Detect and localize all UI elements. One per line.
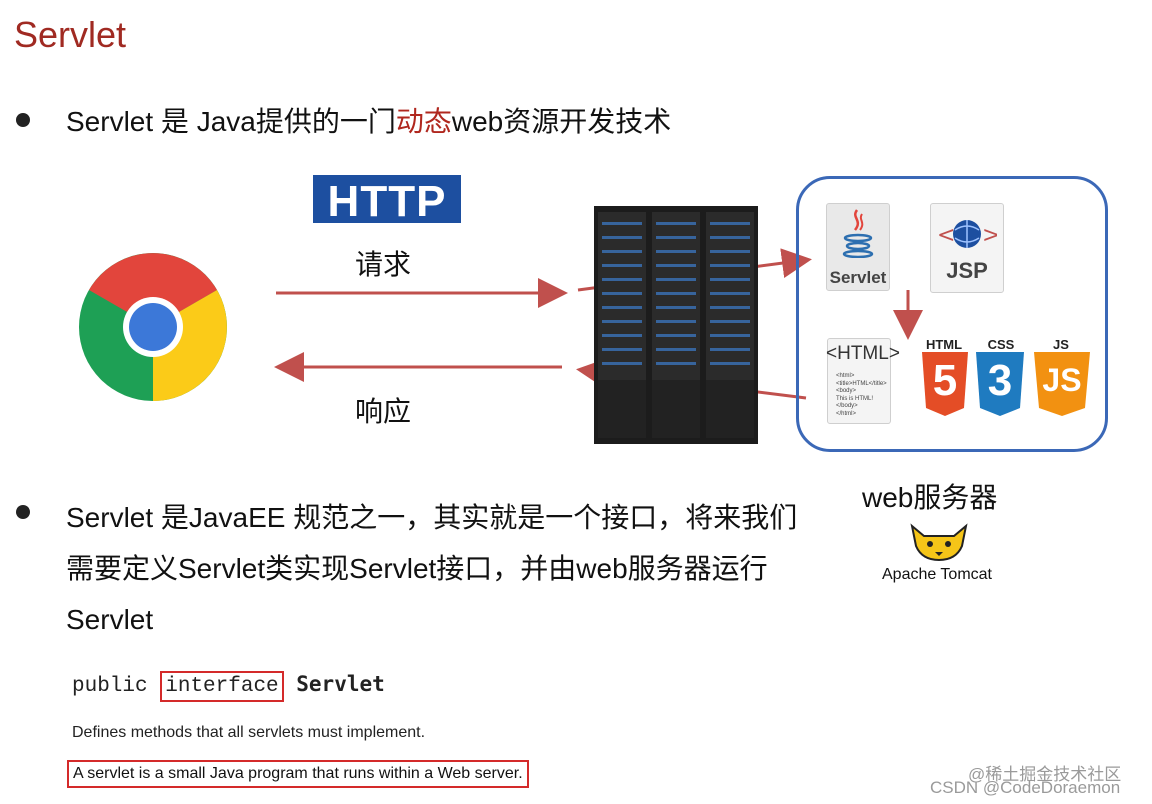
request-label: 请求	[355, 249, 412, 280]
html-code-line: <body>	[836, 388, 857, 394]
bullet-1-post: web资源开发技术	[451, 106, 672, 137]
code-interface-name: Servlet	[296, 672, 385, 696]
java-cup-icon	[842, 209, 874, 258]
tomcat-label: Apache Tomcat	[882, 566, 992, 583]
html-code-line: <title>HTML</title>	[836, 380, 887, 387]
csdn-watermark: CSDN @CodeDoraemon	[930, 778, 1121, 797]
html-code-snippet: <html> <title>HTML</title> <body> This i…	[836, 373, 887, 418]
html5-icon	[922, 352, 968, 416]
html-code-line: </html>	[836, 410, 857, 417]
html-code-line: This is HTML!	[836, 395, 874, 402]
css3-caption: CSS	[987, 337, 1015, 352]
svg-text:<: <	[937, 223, 955, 248]
juejin-watermark: @稀土掘金技术社区	[968, 765, 1122, 784]
html-file-tile: <HTML> <html> <title>HTML</title> <body>…	[826, 338, 900, 424]
tomcat-icon	[910, 523, 968, 562]
code-keyword-public: public	[72, 675, 148, 698]
bullet-1-highlight: 动态	[395, 106, 452, 137]
bullet-dot	[16, 113, 30, 127]
bullet-1-text: Servlet 是 Java提供的一门动态web资源开发技术	[66, 100, 671, 140]
javadoc-description: Defines methods that all servlets must i…	[72, 724, 426, 741]
http-badge-text: HTTP	[327, 177, 447, 226]
js-number: JS	[1042, 362, 1082, 398]
http-badge: HTTP	[313, 175, 461, 226]
html-code-line: <html>	[836, 373, 855, 379]
code-keyword-interface: interface	[160, 671, 284, 702]
servlet-tile: Servlet	[826, 203, 890, 291]
servlet-interface-signature: public interface Servlet	[72, 671, 385, 702]
svg-text:>: >	[982, 223, 997, 248]
web-server-label: web服务器	[862, 482, 998, 513]
html5-number: 5	[932, 356, 958, 405]
css3-icon	[976, 352, 1024, 416]
jsp-tile-label: JSP	[946, 258, 988, 283]
response-label: 响应	[355, 396, 412, 427]
js-caption: JS	[1053, 337, 1069, 352]
servlet-tile-label: Servlet	[829, 268, 887, 287]
bullet-1-pre: Servlet 是 Java提供的一门	[66, 106, 396, 137]
css3-number: 3	[987, 356, 1013, 405]
slide-title: Servlet	[14, 14, 127, 55]
bullet-dot	[16, 505, 30, 519]
html5-caption: HTML	[925, 337, 963, 352]
chrome-browser-icon	[79, 253, 227, 401]
web-server-container	[796, 176, 1108, 452]
javadoc-highlighted-sentence: A servlet is a small Java program that r…	[67, 760, 529, 788]
html5-css3-js-icons	[922, 352, 1090, 416]
html-tile-label: <HTML>	[826, 343, 900, 364]
js-icon	[1034, 352, 1090, 416]
html-code-line: </body>	[836, 403, 858, 409]
bullet-2-text: Servlet 是JavaEE 规范之一，其实就是一个接口，将来我们需要定义Se…	[66, 502, 798, 635]
jsp-tile: < > JSP	[930, 203, 1004, 293]
globe-icon: < >	[937, 220, 997, 248]
server-rack-icon	[594, 206, 758, 444]
